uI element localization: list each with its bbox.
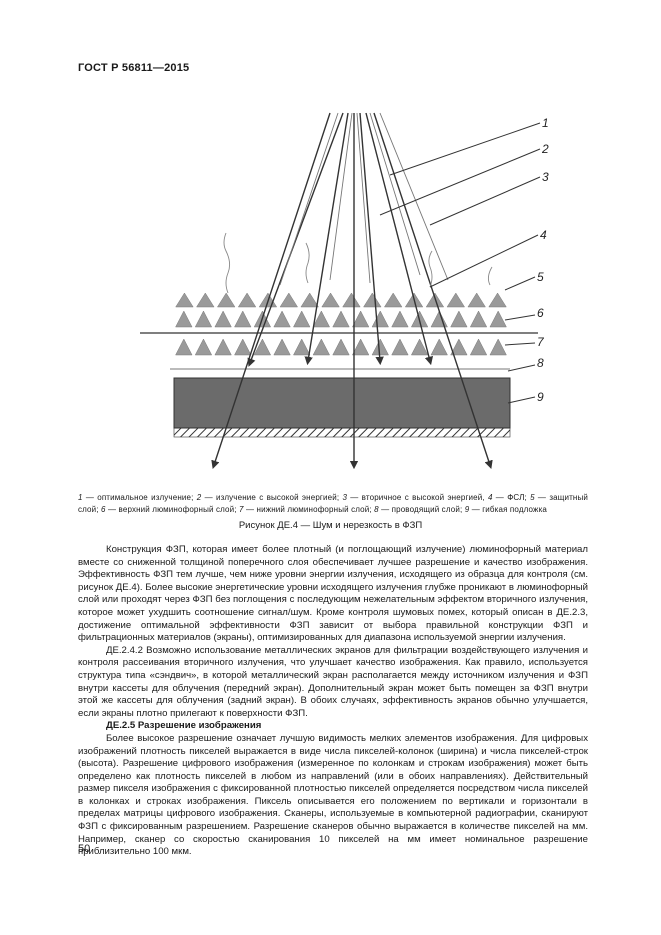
- substrate-hatching: [173, 427, 511, 438]
- flexible-substrate: [173, 377, 511, 429]
- phosphor-granule: [332, 338, 350, 356]
- phosphor-granule: [237, 292, 257, 308]
- phosphor-layers: [175, 292, 507, 356]
- phosphor-granule: [446, 292, 466, 308]
- psl-emission-lines: [223, 232, 493, 294]
- phosphor-granule: [253, 338, 272, 356]
- legend-text: — защитный слой;: [78, 493, 588, 514]
- phosphor-granule: [214, 338, 232, 356]
- phosphor-granule: [489, 338, 507, 356]
- legend-number: 4: [487, 493, 493, 502]
- phosphor-granule: [279, 292, 299, 308]
- phosphor-granule: [489, 310, 507, 328]
- phosphor-granule: [469, 338, 488, 356]
- phosphor-granule: [300, 292, 319, 308]
- legend-number: 2: [196, 493, 202, 502]
- body-text: Конструкция ФЗП, которая имеет более пло…: [78, 544, 588, 859]
- phosphor-granule: [410, 338, 429, 356]
- phosphor-granule: [351, 338, 370, 356]
- phosphor-granule: [273, 310, 291, 328]
- callout-7: 7: [537, 335, 545, 349]
- legend-number: 8: [374, 505, 379, 514]
- legend-text: — гибкая подложка: [469, 505, 547, 514]
- phosphor-granule: [383, 292, 403, 308]
- phosphor-granule: [430, 310, 448, 328]
- legend-text: — верхний люминофорный слой;: [105, 505, 240, 514]
- phosphor-granule: [430, 338, 448, 356]
- figure-caption: Рисунок ДЕ.4 — Шум и нерезкость в ФЗП: [238, 520, 423, 531]
- figure-legend: 1 — оптимальное излучение; 2 — излучение…: [78, 492, 588, 516]
- phosphor-granule: [175, 310, 193, 328]
- callout-4: 4: [540, 228, 547, 242]
- phosphor-granule: [234, 310, 252, 328]
- legend-text: — излучение с высокой энергией;: [201, 493, 343, 502]
- legend-number: 3: [342, 493, 348, 502]
- phosphor-granule: [488, 292, 507, 308]
- page-number: 50: [78, 843, 91, 855]
- legend-number: 1: [78, 493, 83, 502]
- phosphor-granule: [321, 292, 340, 308]
- phosphor-granule: [363, 292, 382, 308]
- phosphor-granule: [216, 292, 236, 308]
- legend-text: — ФСЛ;: [492, 493, 531, 502]
- callout-leaders: [379, 122, 541, 404]
- phosphor-granule: [293, 338, 311, 356]
- phosphor-granule: [469, 310, 488, 328]
- callout-3: 3: [542, 170, 549, 184]
- legend-text: — нижний люминофорный слой;: [243, 505, 375, 514]
- paragraph-resolution: Более высокое разрешение означает лучшую…: [78, 732, 588, 858]
- phosphor-granule: [234, 338, 252, 356]
- legend-text: — проводящий слой;: [378, 505, 465, 514]
- phosphor-granule: [175, 292, 194, 308]
- phosphor-granule: [312, 310, 331, 328]
- phosphor-granule: [293, 310, 311, 328]
- standard-header: ГОСТ Р 56811—2015: [78, 62, 190, 74]
- legend-number: 9: [464, 505, 470, 514]
- phosphor-granule: [332, 310, 350, 328]
- section-heading-de-2-5: ДЕ.2.5 Разрешение изображения: [106, 720, 262, 732]
- legend-number: 7: [239, 505, 244, 514]
- paragraph-1: Конструкция ФЗП, которая имеет более пло…: [78, 544, 588, 644]
- callout-8: 8: [537, 356, 544, 370]
- phosphor-granule: [450, 310, 468, 328]
- legend-number: 5: [530, 493, 535, 502]
- phosphor-granule: [196, 292, 215, 308]
- callout-6: 6: [537, 306, 544, 320]
- callout-2: 2: [541, 142, 549, 156]
- phosphor-granule: [450, 338, 468, 356]
- callout-1: 1: [542, 116, 549, 130]
- figure-de4-diagram: 1 2 3 4 5 6 7 8 9: [130, 105, 570, 475]
- phosphor-granule: [194, 338, 213, 356]
- phosphor-granule: [312, 338, 331, 356]
- phosphor-granule: [342, 292, 361, 308]
- phosphor-granule: [214, 310, 232, 328]
- phosphor-granule: [273, 338, 291, 356]
- legend-number: 6: [101, 505, 106, 514]
- phosphor-granule: [194, 310, 213, 328]
- phosphor-granule: [391, 338, 409, 356]
- secondary-rays: [279, 112, 449, 286]
- phosphor-granule: [467, 292, 486, 308]
- phosphor-granule: [391, 310, 409, 328]
- phosphor-granule: [371, 310, 389, 328]
- legend-text: — вторичное с высокой энергией,: [347, 493, 488, 502]
- callout-5: 5: [537, 270, 544, 284]
- radiation-rays: [211, 112, 493, 470]
- phosphor-granule: [371, 338, 389, 356]
- phosphor-granule: [175, 338, 193, 356]
- callout-9: 9: [537, 390, 544, 404]
- phosphor-granule: [351, 310, 370, 328]
- legend-text: — оптимальное излучение;: [82, 493, 197, 502]
- paragraph-de-2-4-2: ДЕ.2.4.2 Возможно использование металлич…: [78, 644, 588, 719]
